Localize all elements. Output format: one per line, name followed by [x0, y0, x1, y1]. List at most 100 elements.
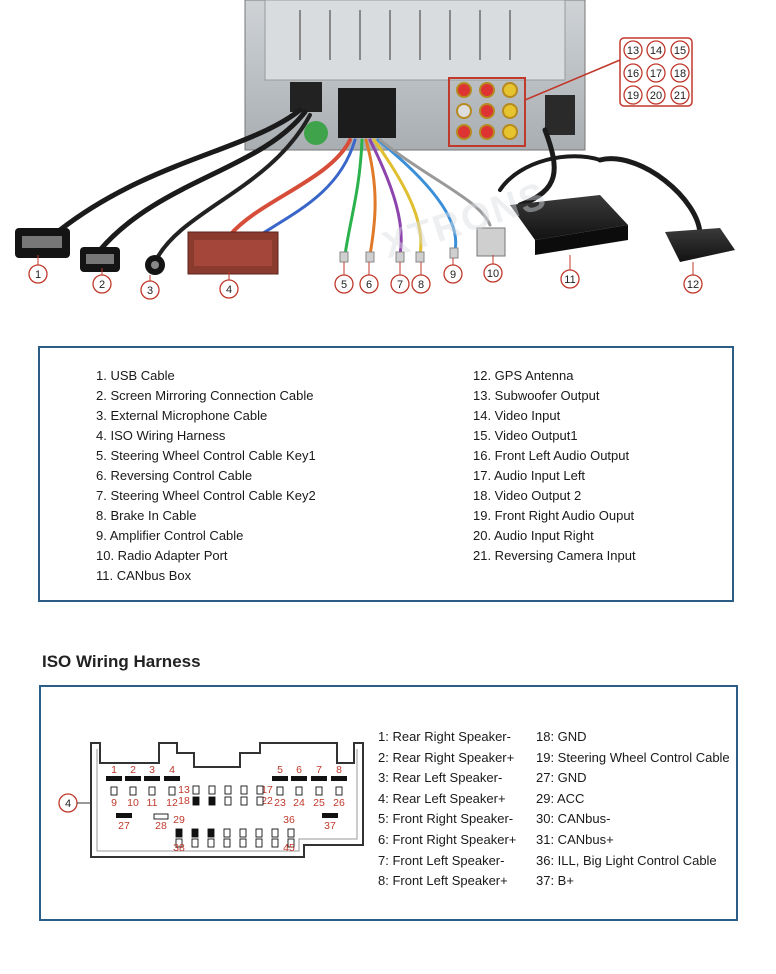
- pin-number: 13: [178, 784, 190, 796]
- legend-item: 14. Video Input: [473, 408, 561, 423]
- radio-adapter-connector: [476, 227, 506, 257]
- pin-item: 3: Rear Left Speaker-: [378, 770, 503, 786]
- pin-number: 6: [296, 764, 302, 776]
- pin-number: 1: [111, 764, 117, 776]
- pin-cell: [255, 838, 263, 848]
- head-unit-back: [244, 0, 586, 151]
- svg-text:17: 17: [650, 68, 662, 80]
- pin-item: 18: GND: [536, 729, 587, 744]
- pin-number: 17: [261, 784, 273, 796]
- pin-number: 45: [283, 842, 295, 854]
- pin-number: 25: [313, 797, 325, 809]
- svg-text:15: 15: [674, 45, 686, 57]
- legend-right-column: 12. GPS Antenna 13. Subwoofer Output 14.…: [473, 366, 636, 566]
- pin-cell: [168, 786, 176, 796]
- svg-text:19: 19: [627, 90, 639, 102]
- pin-cell: [192, 785, 200, 795]
- rca-cluster: [448, 59, 621, 147]
- pin-number: 36: [283, 814, 295, 826]
- pin-item: 2: Rear Right Speaker+: [378, 749, 515, 765]
- callout-12: 12: [683, 274, 703, 294]
- legend-item: 13. Subwoofer Output: [473, 388, 600, 403]
- pin-cell: [271, 828, 279, 838]
- pin-item: 1: Rear Right Speaker-: [378, 729, 511, 744]
- callout-9: 9: [443, 264, 463, 284]
- pin-number: 26: [333, 797, 345, 809]
- pin-cell: [239, 838, 247, 848]
- callout-8: 8: [411, 274, 431, 294]
- legend-item: 21. Reversing Camera Input: [473, 548, 636, 563]
- svg-text:8: 8: [418, 279, 424, 291]
- legend-item: 4. ISO Wiring Harness: [96, 428, 226, 443]
- pin-bar: [106, 776, 122, 781]
- callout-6: 6: [359, 274, 379, 294]
- legend-left-column: 1. USB Cable 2. Screen Mirroring Connect…: [96, 366, 316, 586]
- pin-cell: [224, 785, 232, 795]
- legend-item: 9. Amplifier Control Cable: [96, 528, 244, 543]
- port-callout-16: 16: [623, 63, 643, 83]
- pin-cell: [335, 786, 343, 796]
- pin-bar: [322, 813, 338, 818]
- legend-panel: 1. USB Cable 2. Screen Mirroring Connect…: [38, 346, 734, 602]
- pin-cell: [175, 828, 183, 838]
- legend-item: 6. Reversing Control Cable: [96, 468, 253, 483]
- svg-text:21: 21: [674, 90, 686, 102]
- pin-item: 31: CANbus+: [536, 831, 614, 847]
- legend-item: 16. Front Left Audio Output: [473, 448, 630, 463]
- cable-bundle: [57, 107, 703, 264]
- svg-text:10: 10: [487, 268, 499, 280]
- pin-cell: [191, 838, 199, 848]
- svg-text:7: 7: [397, 279, 403, 291]
- pin-cell: [255, 828, 263, 838]
- pin-bar: [311, 776, 327, 781]
- svg-text:4: 4: [226, 284, 232, 296]
- pin-bar: [272, 776, 288, 781]
- canbus-box: [510, 195, 628, 255]
- pin-list-col1: 1: Rear Right Speaker- 2: Rear Right Spe…: [378, 727, 516, 892]
- pin-item: 7: Front Left Speaker-: [378, 852, 505, 868]
- pin-cell: [287, 838, 295, 848]
- port-callout-15: 15: [670, 40, 690, 60]
- port-callout-13: 13: [623, 40, 643, 60]
- port-callout-17: 17: [646, 63, 666, 83]
- pin-number: 23: [274, 797, 286, 809]
- pin-number: 4: [169, 764, 175, 776]
- pin-cell: [287, 828, 295, 838]
- legend-item: 1. USB Cable: [96, 368, 175, 383]
- port-callout-20: 20: [646, 85, 666, 105]
- svg-text:18: 18: [674, 68, 686, 80]
- pin-number: 8: [336, 764, 342, 776]
- pin-cell: [276, 786, 284, 796]
- pin-cell: [239, 828, 247, 838]
- legend-item: 10. Radio Adapter Port: [96, 548, 228, 563]
- svg-text:2: 2: [99, 279, 105, 291]
- pin-cell: [295, 786, 303, 796]
- pin-cell: [240, 796, 248, 806]
- pin-cell: [224, 796, 232, 806]
- pin-cell: [240, 785, 248, 795]
- pin-item: 5: Front Right Speaker-: [378, 811, 514, 827]
- pin-item: 19: Steering Wheel Control Cable: [536, 749, 730, 765]
- pin-number: 9: [111, 797, 117, 809]
- pin-number: 12: [166, 797, 178, 809]
- pin-list-col2: 18: GND 19: Steering Wheel Control Cable…: [536, 727, 730, 892]
- svg-text:13: 13: [627, 45, 639, 57]
- usb-cable-connector: [15, 228, 70, 258]
- pin-number: 29: [173, 814, 185, 826]
- pin-item: 27: GND: [536, 770, 587, 786]
- microphone-connector: [145, 255, 165, 275]
- pin-cell: [191, 828, 199, 838]
- legend-item: 20. Audio Input Right: [473, 528, 594, 543]
- pin-item: 6: Front Right Speaker+: [378, 831, 517, 847]
- legend-item: 5. Steering Wheel Control Cable Key1: [96, 448, 316, 463]
- iso-callout-4: 4: [58, 793, 78, 813]
- svg-text:6: 6: [366, 279, 372, 291]
- svg-text:16: 16: [627, 68, 639, 80]
- callout-1: 1: [28, 264, 48, 284]
- svg-text:4: 4: [65, 798, 71, 810]
- pin-number: 11: [147, 797, 158, 809]
- iso-harness-connector: [187, 231, 279, 275]
- pin-cell: [175, 838, 183, 848]
